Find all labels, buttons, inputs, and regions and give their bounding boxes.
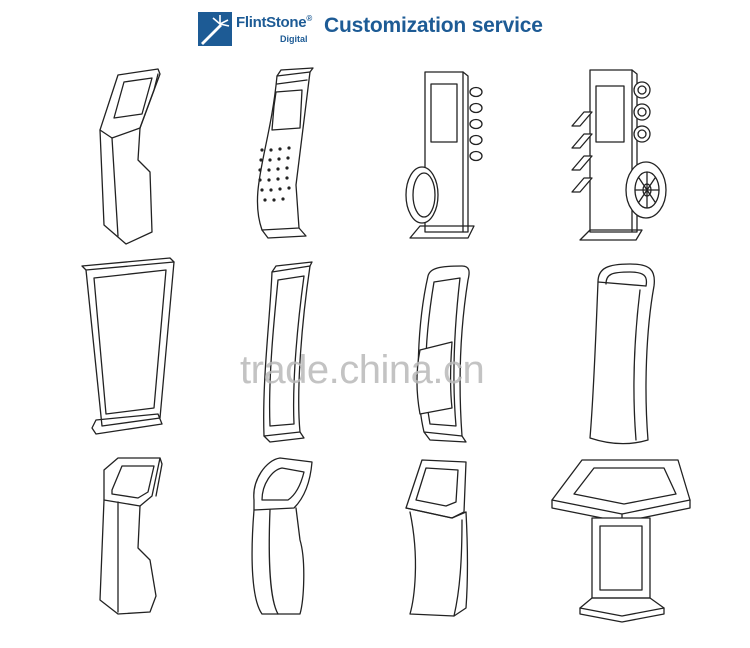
brand-logo: FlintStone® Digital — [198, 12, 320, 46]
brand-subtitle: Digital — [280, 34, 308, 44]
kiosk-drawing-8 — [589, 263, 656, 445]
kiosk-drawing-6 — [263, 261, 313, 443]
kiosk-drawings: trade.china.cn — [0, 60, 750, 648]
watermark-text: trade.china.cn — [240, 348, 485, 392]
kiosk-drawing-5 — [81, 257, 175, 435]
kiosk-drawing-7 — [416, 265, 470, 443]
kiosk-drawing-4 — [571, 69, 667, 241]
kiosk-drawing-10 — [251, 457, 313, 615]
kiosk-drawing-1 — [99, 68, 161, 245]
header: FlintStone® Digital Customization servic… — [0, 0, 750, 60]
kiosk-drawing-2 — [256, 67, 314, 239]
flintstone-star-logo-icon — [198, 12, 232, 46]
kiosk-drawing-12 — [551, 459, 691, 623]
kiosk-drawing-11 — [405, 459, 469, 617]
kiosk-drawing-3 — [405, 71, 483, 239]
kiosk-drawing-9 — [99, 457, 163, 615]
page-title: Customization service — [324, 14, 543, 37]
brand-name: FlintStone® — [236, 14, 312, 31]
